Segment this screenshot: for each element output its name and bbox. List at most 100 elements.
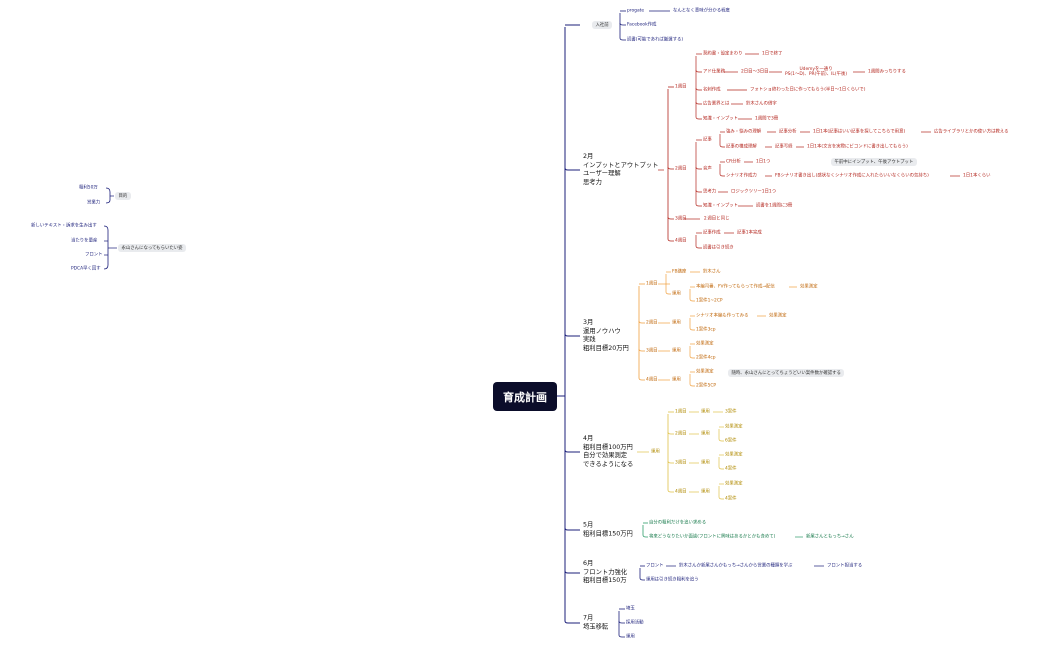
apr-w2-count[interactable]: 6案件: [725, 438, 737, 444]
feb-w2-know[interactable]: 知識・インプット: [703, 203, 738, 209]
feb-w2-note[interactable]: 午前中にインプット、午後アウトプット: [831, 158, 917, 166]
feb-w2-structure-1[interactable]: 記事写経: [775, 144, 793, 150]
goal-node[interactable]: 目的: [115, 192, 131, 200]
mar-w2-ops[interactable]: 運用: [672, 320, 681, 326]
feb-w1-adwork-1[interactable]: 2日目〜3日目: [741, 69, 769, 75]
feb-w1-input[interactable]: 知識・インプット: [703, 116, 738, 122]
mar-week2[interactable]: 2週目: [646, 320, 658, 326]
mar-w3-ops-2[interactable]: 2案件4cp: [696, 355, 716, 361]
feb-w2-scenario[interactable]: シナリオ作成力: [726, 173, 757, 179]
mar-w2-ops-2[interactable]: 効果測定: [769, 313, 787, 319]
apr-w4-measure[interactable]: 効果測定: [725, 481, 743, 487]
feb-w1-industry[interactable]: 広告業界とは: [703, 101, 730, 107]
feb-w2-scenario-1[interactable]: FBシナリオ書き出し(感状なくシナリオ作成に入れたらいいなくらいの気持ち): [775, 173, 929, 179]
feb-w1-card-1[interactable]: フォトショ終わった日に作ってもらう(半日〜1日くらいで): [750, 87, 866, 93]
may-node[interactable]: 5月 粗利目標150万円: [583, 521, 633, 537]
mar-w4-ops[interactable]: 運用: [672, 377, 681, 383]
entry-progate[interactable]: progate: [627, 8, 645, 14]
feb-w3-same[interactable]: ２週目と同じ: [703, 216, 730, 222]
feb-week3[interactable]: 3週目: [675, 216, 687, 222]
apr-w4-ops[interactable]: 運用: [701, 489, 710, 495]
mar-w3-ops-1[interactable]: 効果測定: [696, 341, 714, 347]
apr-w3-measure[interactable]: 効果測定: [725, 452, 743, 458]
feb-node[interactable]: 2月 インプットとアウトプット ユーザー理解 思考力: [583, 152, 659, 186]
want-item-4[interactable]: PDCA早く回す: [71, 266, 101, 272]
apr-week2[interactable]: 2週目: [675, 431, 687, 437]
feb-w2-strength[interactable]: 強み・悩みの理解: [726, 129, 762, 135]
may-profit[interactable]: 自分の粗利だけを追い求める: [649, 520, 707, 526]
apr-w4-count[interactable]: 4案件: [725, 496, 737, 502]
jun-front-1[interactable]: 鈴木さんか新尾さんかもっち→さんから営業の種類を学ぶ: [679, 563, 793, 569]
apr-week1[interactable]: 1週目: [675, 409, 687, 415]
jun-ops[interactable]: 運用は引き続き粗利を追う: [646, 577, 699, 583]
apr-w3-count[interactable]: 4案件: [725, 466, 737, 472]
jun-front-2[interactable]: フロント担当する: [827, 563, 863, 569]
feb-w2-know-1[interactable]: 読書を1週間に3冊: [756, 203, 793, 209]
feb-w1-adwork-3[interactable]: 1週間みっちりする: [868, 69, 906, 75]
jun-front[interactable]: フロント: [646, 563, 664, 569]
feb-w2-structure-2[interactable]: 1日1本(文言を実際にビコンドに書き出してもらう): [807, 144, 908, 150]
may-interview-1[interactable]: 新尾さんともっち→さん: [806, 534, 854, 540]
want-item-1[interactable]: 新しいテキスト・訴求を生み出す: [31, 223, 97, 229]
jun-node[interactable]: 6月 フロント力強化 粗利目標150万: [583, 560, 628, 585]
feb-w2-audio[interactable]: 音声: [703, 166, 712, 172]
mar-w4-ops-2[interactable]: 2案件5CP: [696, 383, 717, 389]
root-node[interactable]: 育成計画: [493, 382, 557, 411]
jul-saitama[interactable]: 埼玉: [626, 606, 635, 612]
feb-w4-article-1[interactable]: 記事1本完成: [737, 230, 762, 236]
apr-w1-count[interactable]: 3案件: [725, 409, 737, 415]
may-interview[interactable]: 将来どうなりたいか面談(フロントに興味はあるかとかも含めて): [649, 534, 776, 540]
mar-w1-ops-2[interactable]: 効果測定: [800, 284, 818, 290]
entry-reading[interactable]: 読書(可能であれば厳選する): [627, 37, 684, 43]
feb-w1-contract[interactable]: 契約書・設定まわり: [703, 51, 743, 57]
mar-week3[interactable]: 3週目: [646, 348, 658, 354]
apr-w3-ops[interactable]: 運用: [701, 460, 710, 466]
want-item-2[interactable]: 当たりを量産: [71, 238, 98, 244]
entry-node[interactable]: 入社前: [592, 21, 613, 29]
mar-w1-ops-3[interactable]: 1案件1~2CP: [696, 298, 723, 304]
mar-w1-ops[interactable]: 運用: [672, 291, 681, 297]
feb-w2-cr[interactable]: CR分析: [726, 159, 741, 165]
mar-w3-ops[interactable]: 運用: [672, 348, 681, 354]
feb-w2-strength-2[interactable]: 1日1本(記事はいい記事を探してこちらで用意): [813, 129, 906, 135]
mar-week1[interactable]: 1週目: [646, 281, 658, 287]
mar-node[interactable]: 3月 運用ノウハウ 実践 粗利目標20万円: [583, 318, 629, 352]
feb-w2-scenario-2[interactable]: 1日1本くらい: [963, 173, 991, 179]
feb-week2[interactable]: 2週目: [675, 166, 687, 172]
feb-week4[interactable]: 4週目: [675, 238, 687, 244]
mar-w1-fb[interactable]: FB講座: [672, 269, 687, 275]
feb-w4-reading[interactable]: 読書は引き続き: [703, 245, 734, 251]
apr-node[interactable]: 4月 粗利目標100万円 自分で効果測定 できるようになる: [583, 434, 634, 468]
feb-w1-contract-1[interactable]: 1日で終了: [762, 51, 783, 57]
apr-w2-ops[interactable]: 運用: [701, 431, 710, 437]
mar-w1-fb-1[interactable]: 鈴木さん: [703, 269, 721, 275]
feb-w2-think[interactable]: 思考力: [703, 189, 717, 195]
feb-w1-input-1[interactable]: 1週間で3冊: [755, 116, 779, 122]
feb-w2-think-1[interactable]: ロジックツリー1日1つ: [731, 189, 777, 195]
feb-w2-cr-1[interactable]: 1日1つ: [756, 159, 771, 165]
feb-w1-adwork-2[interactable]: Udemyを一通り PS(1〜D)、PR(午前)、IL(午後): [785, 67, 848, 77]
feb-w1-card[interactable]: 名刺作成: [703, 87, 721, 93]
feb-w2-strength-3[interactable]: 広告ライブラリとかの使い方は教える: [934, 129, 1009, 135]
jul-ops[interactable]: 運用: [626, 634, 635, 640]
jul-node[interactable]: 7月 埼玉移転: [583, 614, 609, 630]
apr-w2-measure[interactable]: 効果測定: [725, 424, 743, 430]
apr-week3[interactable]: 3週目: [675, 460, 687, 466]
feb-w2-article[interactable]: 記事: [703, 137, 712, 143]
entry-facebook[interactable]: Facebook作成: [627, 22, 657, 28]
mar-w2-ops-1[interactable]: シナリオ本編も作ってみる: [696, 313, 749, 319]
mar-w1-ops-1[interactable]: 本編司番、FV作ってもらって作成→配信: [696, 284, 775, 290]
want-node[interactable]: 永山さんになってもらいたい姿: [118, 244, 187, 252]
mar-w2-ops-3[interactable]: 1案件3cp: [696, 327, 716, 333]
goal-item-sales[interactable]: 営業力: [87, 200, 101, 206]
want-item-3[interactable]: フロント: [85, 252, 103, 258]
apr-week4[interactable]: 4週目: [675, 489, 687, 495]
feb-w4-article[interactable]: 記事作成: [703, 230, 721, 236]
jul-recruit[interactable]: 採用活動: [626, 620, 644, 626]
mar-week4[interactable]: 4週目: [646, 377, 658, 383]
feb-w2-strength-1[interactable]: 記事分析: [779, 129, 797, 135]
apr-ops[interactable]: 運用: [651, 449, 660, 455]
entry-progate-note[interactable]: なんとなく意味が分かる程度: [673, 8, 730, 14]
apr-w1-ops[interactable]: 運用: [701, 409, 710, 415]
mar-w4-note[interactable]: 随時、永山さんにとってちょうどいい案件数か確認する: [728, 369, 845, 377]
